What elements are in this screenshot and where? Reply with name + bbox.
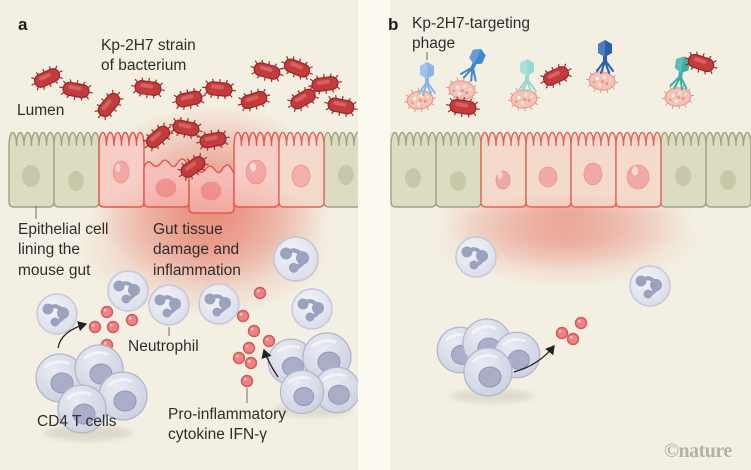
- epithelial-band-b: [390, 131, 751, 208]
- neutrophil-icon: [290, 287, 334, 331]
- cytokine-dot-icon: [566, 332, 580, 346]
- panel-a-letter: a: [18, 15, 28, 34]
- bacterium-icon: [535, 59, 577, 93]
- cytokine-dot-icon: [244, 356, 258, 370]
- arrow-tcell-to-cytokines-left: [57, 321, 88, 349]
- lumen-caption: Lumen: [17, 102, 65, 119]
- nature-watermark: ©nature: [664, 440, 732, 462]
- epithelial-nuclei: [405, 162, 736, 191]
- neutrophil-icon: [274, 237, 318, 281]
- panel-b-letter: b: [388, 15, 399, 34]
- cd4-tcell-icon: [279, 369, 325, 415]
- neutrophil-icon: [35, 292, 79, 336]
- cytokine-dot-icon: [253, 286, 267, 300]
- phage-icon: [518, 58, 536, 93]
- cytokine-caption: Pro-inflammatory cytokine IFN-γ: [168, 406, 286, 444]
- cluster-shadow: [44, 425, 132, 441]
- cytokine-dot-icon: [106, 320, 120, 334]
- panel-b-illustration: [390, 39, 751, 403]
- lysed-bacterium-icon: [660, 82, 696, 112]
- neutrophil-icon: [197, 282, 241, 326]
- arrow-tcell-to-cytokines-b: [513, 344, 555, 373]
- cytokine-dot-icon: [100, 305, 114, 319]
- neutrophil-icon: [106, 269, 150, 313]
- cd4-caption: CD4 T cells: [37, 413, 117, 430]
- bacterium-icon: [247, 56, 287, 86]
- bacterium-icon: [26, 61, 68, 95]
- bacteria-caption: Kp-2H7 strain of bacterium: [101, 37, 196, 75]
- cytokine-dot-icon: [236, 309, 250, 323]
- panel-divider: [358, 0, 390, 470]
- bacterium-icon: [200, 76, 238, 102]
- cytokine-dot-icon: [555, 326, 569, 340]
- cytokine-dot-icon: [242, 341, 256, 355]
- bacterium-icon: [321, 92, 358, 120]
- neutrophil-icon: [628, 264, 672, 308]
- cytokine-dot-icon: [232, 351, 246, 365]
- cd4-tcell-cluster-right: [266, 331, 358, 415]
- inflammation-blush-fading: [430, 192, 700, 288]
- cytokine-dot-icon: [88, 320, 102, 334]
- arrow-tcell-to-cytokines-right: [261, 348, 279, 378]
- phage-caption: Kp-2H7-targeting phage: [412, 15, 531, 53]
- cytokine-dot-icon: [262, 334, 276, 348]
- cytokine-dot-icon: [125, 313, 139, 327]
- cytokine-dot-icon: [574, 316, 588, 330]
- epithelial-caption: Epithelial cell lining the mouse gut: [18, 221, 109, 279]
- cd4-tcell-cluster-b: [435, 317, 542, 398]
- phage-icon: [418, 61, 436, 96]
- damage-caption: Gut tissue damage and inflammation: [153, 221, 241, 279]
- neutrophil-icon: [454, 235, 498, 279]
- phage-icon: [596, 39, 614, 74]
- bacterium-icon: [56, 76, 96, 104]
- neutrophil-icon: [147, 283, 191, 327]
- cd4-tcell-icon: [462, 346, 514, 398]
- cytokines-b: [555, 316, 588, 346]
- bacterium-icon: [129, 75, 167, 101]
- bacterium-icon: [89, 84, 129, 126]
- neutrophil-caption: Neutrophil: [128, 338, 199, 355]
- cytokine-dot-icon: [240, 374, 254, 388]
- cytokine-dot-icon: [247, 324, 261, 338]
- panel-a-illustration: [8, 51, 358, 441]
